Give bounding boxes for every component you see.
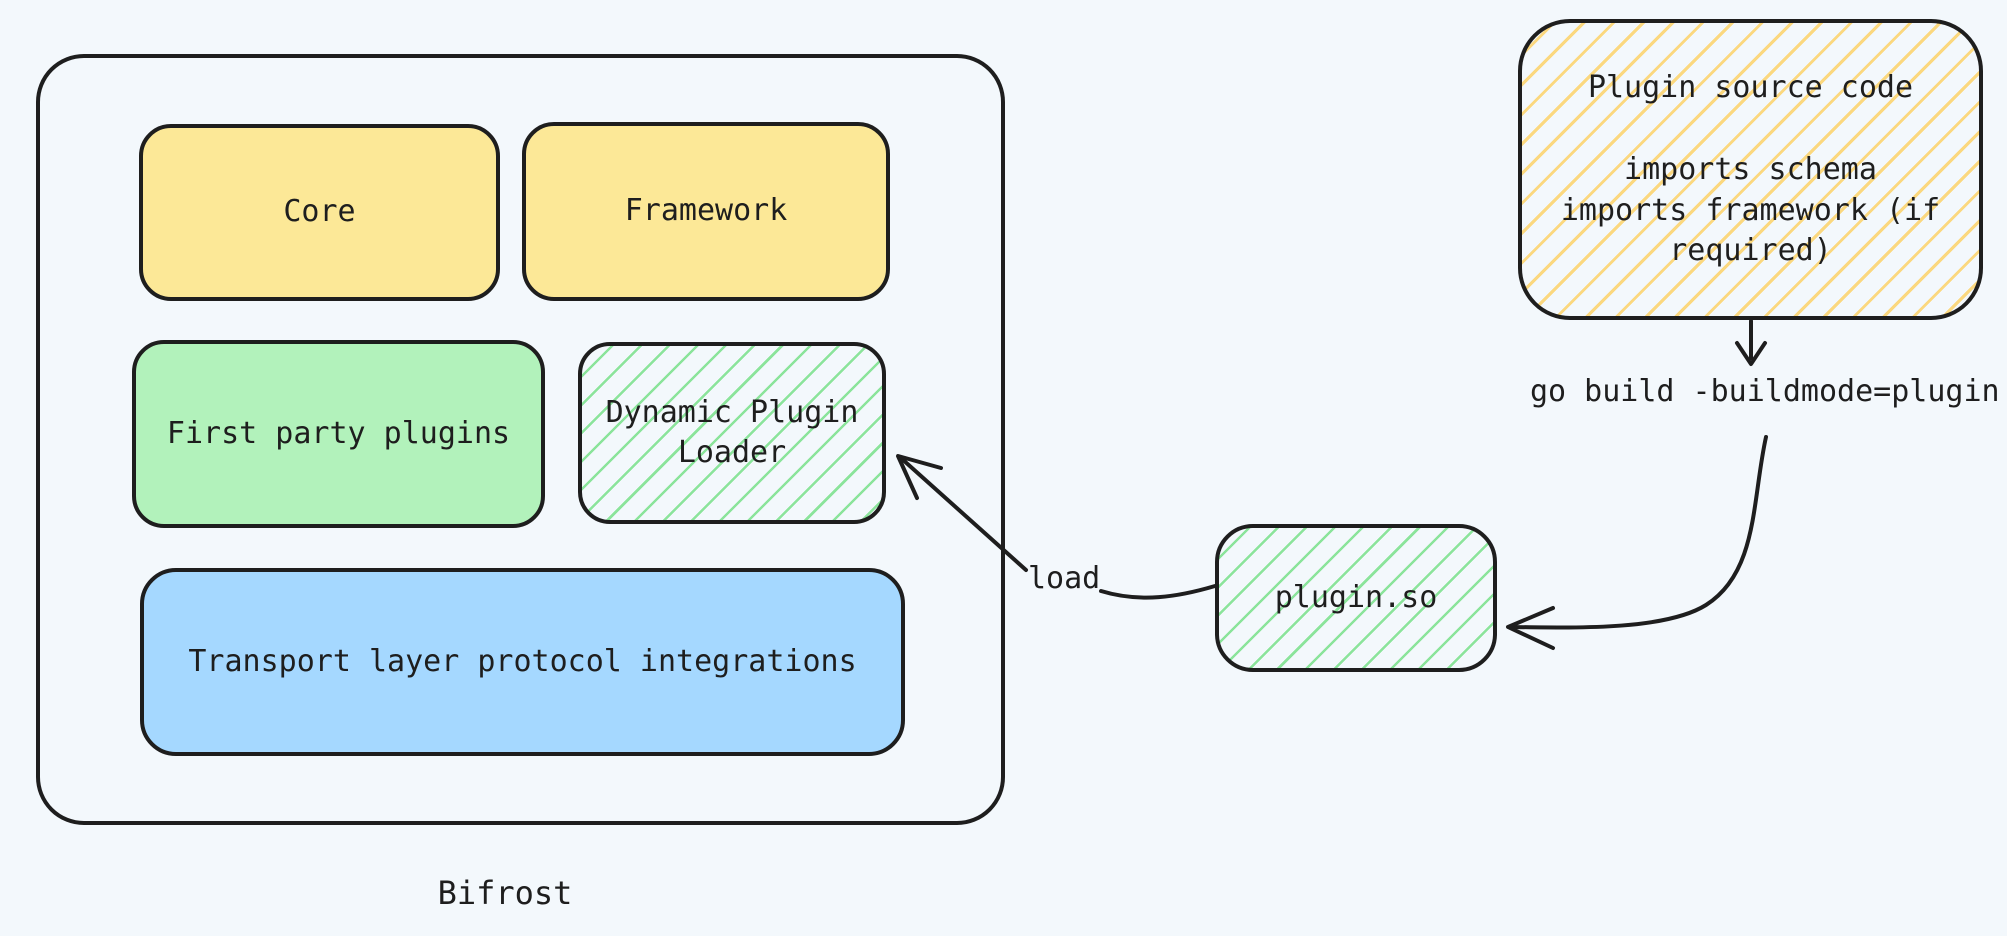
- load-arrow-label: load: [1028, 561, 1101, 596]
- plugin-source-title: Plugin source code: [1587, 69, 1914, 105]
- framework-box: Framework: [522, 122, 890, 301]
- bifrost-caption: Bifrost: [437, 874, 573, 912]
- plugin-source-code-box: Plugin source code imports schema import…: [1518, 19, 1983, 320]
- arrow-source-to-build-command: [1735, 319, 1767, 366]
- dynamic-plugin-loader-box: Dynamic Plugin Loader: [578, 342, 886, 524]
- bifrost-container-box: [36, 54, 1005, 825]
- framework-label: Framework: [624, 193, 788, 229]
- plugin-source-details: imports schema imports framework (if req…: [1560, 152, 1941, 268]
- dynamic-plugin-loader-label: Dynamic Plugin Loader: [605, 394, 859, 471]
- transport-integrations-label: Transport layer protocol integrations: [188, 643, 857, 679]
- core-box: Core: [139, 124, 500, 301]
- transport-integrations-box: Transport layer protocol integrations: [140, 568, 905, 756]
- line-plugin-so-to-load-label: [1099, 584, 1217, 600]
- core-label: Core: [283, 194, 356, 230]
- arrow-build-command-to-plugin-so: [1506, 435, 1768, 650]
- first-party-plugins-label: First party plugins: [166, 415, 511, 451]
- first-party-plugins-box: First party plugins: [132, 340, 545, 528]
- go-build-command-label: go build -buildmode=plugin: [1530, 374, 2000, 409]
- plugin-so-label: plugin.so: [1274, 579, 1438, 615]
- plugin-so-box: plugin.so: [1215, 524, 1497, 672]
